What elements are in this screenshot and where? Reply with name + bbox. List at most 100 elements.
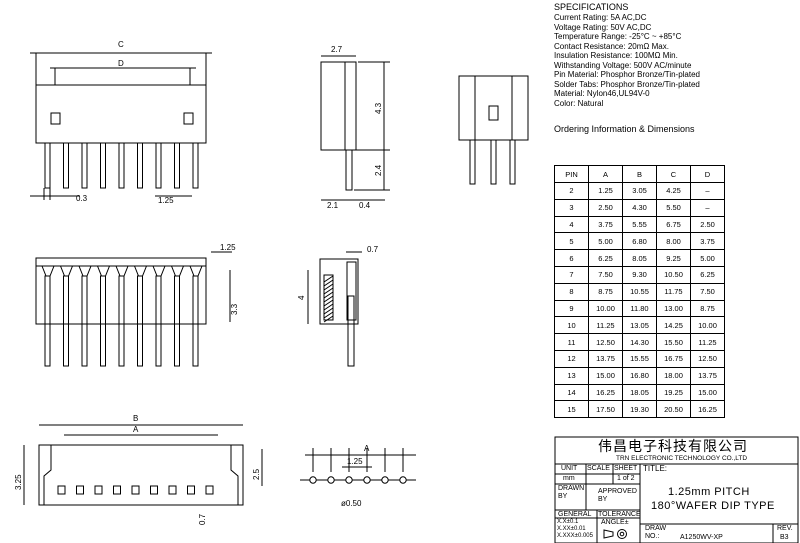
tolerance-label: TOLERANCE <box>598 511 641 518</box>
table-cell: 17.50 <box>588 400 623 419</box>
rev-value: B3 <box>780 534 789 541</box>
table-cell: 15.00 <box>690 383 725 402</box>
table-cell: 11.25 <box>690 333 725 351</box>
dim-0-4: 0.4 <box>359 201 371 210</box>
table-cell: 14 <box>554 383 589 402</box>
sheet-value: 1 of 2 <box>617 475 635 482</box>
contact <box>81 275 88 325</box>
table-cell: 14.25 <box>656 316 691 335</box>
pin <box>44 323 51 367</box>
table-cell: 11.25 <box>588 316 623 335</box>
table-cell: 4 <box>554 215 589 234</box>
hole <box>309 476 317 484</box>
slot <box>134 265 147 277</box>
pin <box>137 323 143 367</box>
contact <box>155 275 162 325</box>
title-line-2: 180°WAFER DIP TYPE <box>651 500 775 512</box>
table-cell: 6.75 <box>656 215 691 234</box>
table-cell: 11.80 <box>622 299 657 318</box>
slot <box>189 265 203 277</box>
dim-4-3: 4.3 <box>374 102 383 114</box>
pin <box>63 323 69 367</box>
dim-d: D <box>118 59 124 68</box>
table-cell: 7.50 <box>690 282 725 301</box>
hatch-line <box>323 307 334 315</box>
table-cell: 8.75 <box>690 299 725 318</box>
table-cell: 2.50 <box>690 215 725 234</box>
table-cell: 16.25 <box>690 400 725 419</box>
table-cell: 1.25 <box>588 182 623 200</box>
slot <box>115 265 129 277</box>
table-cell: 13.05 <box>622 316 657 335</box>
hole <box>345 476 353 484</box>
pin <box>118 323 125 367</box>
contact <box>44 275 51 325</box>
contact-tab <box>76 485 84 495</box>
table-cell: 7 <box>554 265 589 284</box>
front-view-pins <box>44 142 199 189</box>
side-view <box>320 55 390 201</box>
pin <box>174 323 180 367</box>
dim-a-top: A <box>133 425 139 434</box>
contact <box>118 275 125 325</box>
spec-line: Temperature Range: -25°C ~ +85°C <box>554 32 682 41</box>
contact-tab <box>150 485 158 495</box>
title-line-1: 1.25mm PITCH <box>668 486 750 498</box>
table-cell: 15.00 <box>588 366 623 385</box>
hatch-line <box>323 311 334 319</box>
table-cell: 5.00 <box>588 232 623 251</box>
contact-tab <box>205 485 214 495</box>
dim-4: 4 <box>297 295 306 300</box>
pin <box>81 142 88 189</box>
table-cell: 13.75 <box>588 349 623 368</box>
rear-view <box>35 251 232 367</box>
approved-by-label: APPROVED BY <box>598 488 637 503</box>
table-cell: 20.50 <box>656 400 691 419</box>
table-cell: 12.50 <box>588 333 623 351</box>
ordering-title: Ordering Information & Dimensions <box>554 124 695 134</box>
rev-label: REV. <box>777 525 793 532</box>
slot <box>60 265 73 277</box>
table-cell: 18.00 <box>656 366 691 385</box>
table-cell: 5 <box>554 232 589 251</box>
table-cell: 4.30 <box>622 198 657 217</box>
front-view <box>30 52 212 200</box>
dim-a-pcb: A <box>364 444 370 453</box>
pcb-holes <box>309 448 407 484</box>
table-cell: 11 <box>554 333 589 351</box>
pcb-layout <box>300 448 416 484</box>
dim-3-25: 3.25 <box>14 474 23 490</box>
table-cell: 3.75 <box>588 215 623 234</box>
slot <box>97 265 110 277</box>
spec-line: Color: Natural <box>554 98 604 108</box>
spec-line: Solder Tabs: Phosphor Bronze/Tin-plated <box>554 79 700 89</box>
table-cell: 6.80 <box>622 232 657 251</box>
dim-0-3: 0.3 <box>76 194 88 203</box>
table-cell: 15 <box>554 400 589 419</box>
table-cell: 8.00 <box>656 232 691 251</box>
pin <box>155 323 162 367</box>
column-header: B <box>622 165 657 183</box>
company-name-cn: 伟昌电子科技有限公司 <box>598 438 748 454</box>
table-cell: 8 <box>554 282 589 301</box>
table-cell: 8.75 <box>588 282 623 301</box>
contact <box>63 275 69 325</box>
table-cell: 9.25 <box>656 249 691 267</box>
pin <box>81 323 88 367</box>
dim-3-3: 3.3 <box>230 303 239 315</box>
slot <box>78 265 92 277</box>
tolerance-1: X.X±0.1 <box>557 519 579 525</box>
tolerance-2: X.XX±0.01 <box>557 526 586 532</box>
table-cell: – <box>690 198 725 217</box>
